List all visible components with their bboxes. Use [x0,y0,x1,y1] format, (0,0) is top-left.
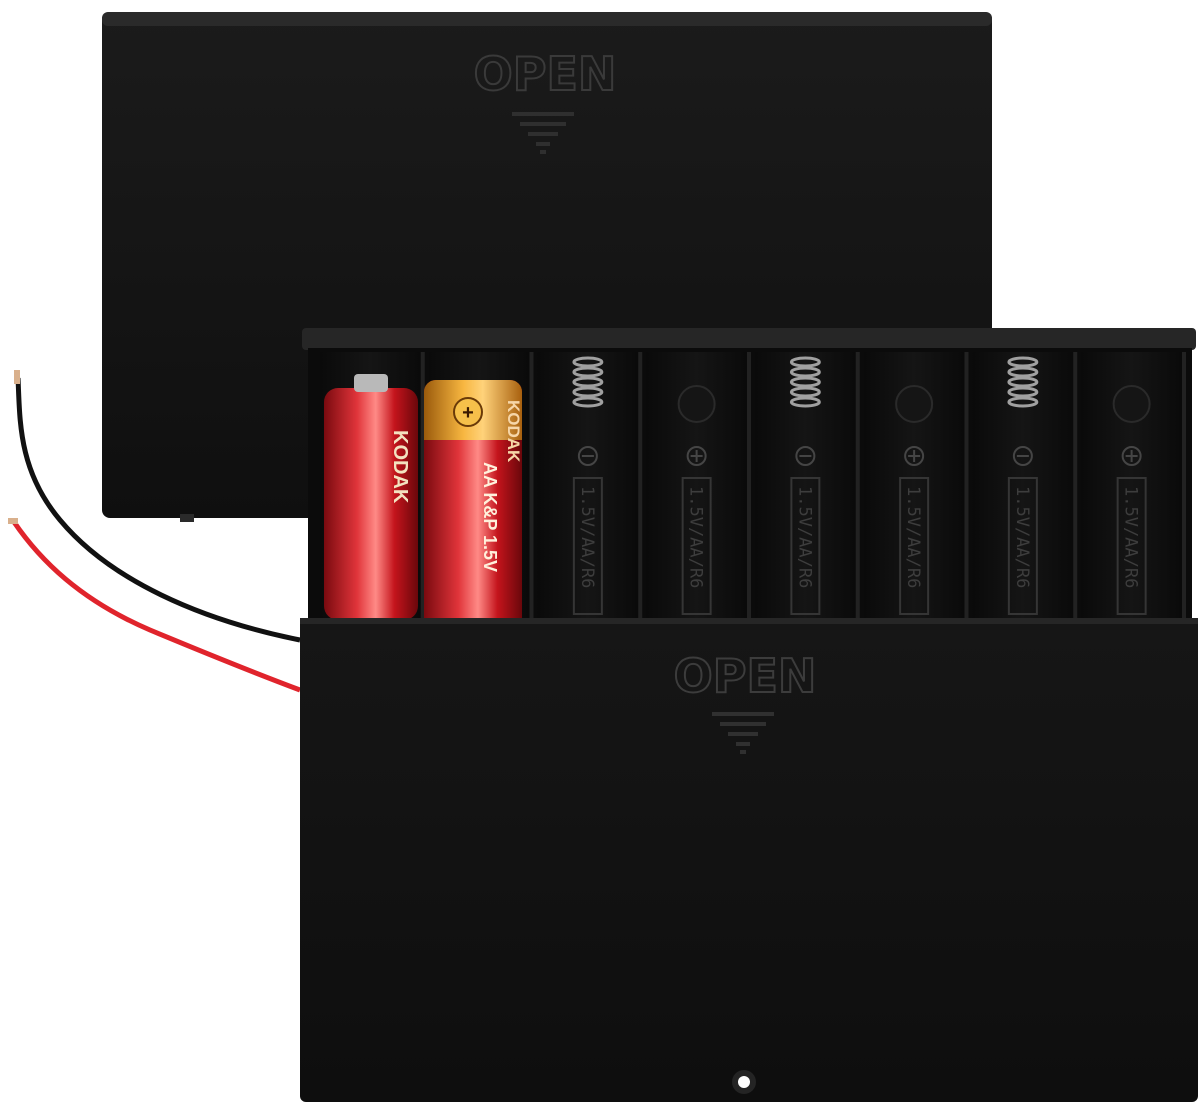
battery-slot: 1.5V/AA/R6 [537,352,643,618]
battery-slot: 1.5V/AA/R6 [972,352,1078,618]
mount-hole [732,1070,756,1094]
holder-cover [300,618,1198,1102]
cover-arrow-icon [712,712,774,754]
flat-contact [895,385,934,423]
flat-contact [1112,385,1151,423]
cell-rating-label: 1.5V/AA/R6 [577,486,597,588]
spring-contact [1007,356,1039,408]
battery-1-terminal [354,374,388,392]
cell-rating-label: 1.5V/AA/R6 [686,486,706,588]
lid-open-label: OPEN [474,47,617,101]
red-wire [11,520,301,693]
battery-aa-1: KODAK [324,374,418,620]
battery-holder: 1.5V/AA/R6 1.5V/AA/R6 1.5V/AA/R6 1.5V/AA/R6… [300,328,1198,1102]
battery-slot: 1.5V/AA/R6 [646,352,751,618]
cell-rating-label: 1.5V/AA/R6 [1012,486,1032,588]
minus-icon [577,446,598,466]
red-wire-tip [8,518,18,524]
plus-icon [1121,446,1142,466]
cell-rating-label: 1.5V/AA/R6 [903,486,923,588]
black-wire-tip [14,370,20,384]
spring-contact [789,356,821,408]
battery-slot: 1.5V/AA/R6 [755,352,860,618]
black-wire [15,377,301,643]
battery-1-brand: KODAK [389,430,411,504]
flat-contact [677,385,716,423]
battery-2-brand: KODAK [504,400,523,463]
plus-icon [904,446,925,466]
plus-icon [686,446,707,466]
cell-rating-label: 1.5V/AA/R6 [1121,486,1141,588]
lid-arrow-icon [512,112,574,154]
cover-edge [300,618,1198,624]
lid-top-edge [102,12,992,26]
cell-rating-label: 1.5V/AA/R6 [794,486,814,588]
battery-2-label: AA K&P 1.5V [480,462,500,572]
battery-aa-2: + KODAK AA K&P 1.5V [424,380,523,620]
holder-rim [302,328,1196,350]
plus-icon [453,397,483,427]
minus-icon [795,446,816,466]
lead-wires [8,370,301,693]
battery-slot: 1.5V/AA/R6 [863,352,969,618]
cover-open-label: OPEN [674,649,817,703]
minus-icon [1012,446,1033,466]
svg-text:+: + [462,402,474,424]
spring-contact [572,356,604,408]
battery-slot: 1.5V/AA/R6 [1081,352,1186,618]
lid-tab [180,514,194,522]
